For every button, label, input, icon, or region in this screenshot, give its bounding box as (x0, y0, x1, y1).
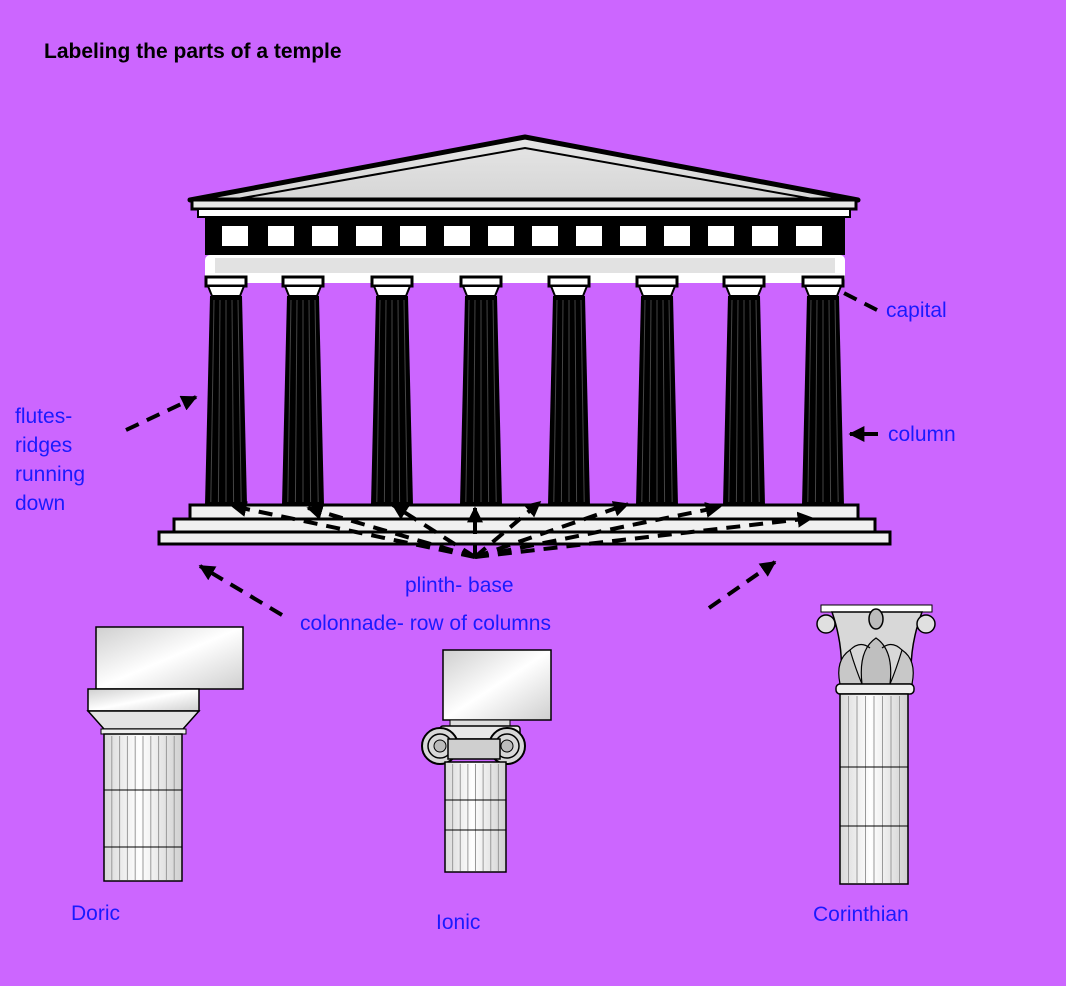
label-capital: capital (886, 299, 947, 322)
temple-columns (204, 275, 845, 505)
metope (796, 226, 822, 246)
label-corinthian: Corinthian (813, 903, 909, 926)
temple-column (281, 275, 325, 505)
cornice (190, 198, 858, 211)
arrow-flutes (125, 395, 198, 432)
arrow-capital (837, 288, 878, 312)
metope (708, 226, 734, 246)
arrow-plinth-7 (474, 502, 722, 559)
label-flutes-line-4: down (15, 492, 66, 515)
arrow-colonnade-left (198, 564, 284, 617)
arrow-plinth-3 (391, 503, 477, 559)
metope (488, 226, 514, 246)
corinthian-column (816, 604, 936, 885)
arrow-colonnade-right (707, 560, 777, 610)
metope (222, 226, 248, 246)
arrow-plinth-6 (474, 501, 630, 559)
label-arrows (125, 288, 878, 617)
metope (752, 226, 778, 246)
label-flutes-line-2: ridges (15, 434, 73, 457)
metope (664, 226, 690, 246)
metope (312, 226, 338, 246)
label-flutes-line-1: flutes- (15, 405, 73, 428)
metope (356, 226, 382, 246)
arrow-plinth-8 (474, 511, 814, 559)
temple-column (722, 275, 766, 505)
doric-column (86, 626, 244, 882)
metope (268, 226, 294, 246)
arrow-plinth-2 (306, 504, 476, 559)
page-title: Labeling the parts of a temple (44, 40, 342, 63)
label-colonnade: colonnade- row of columns (300, 612, 551, 635)
metope (444, 226, 470, 246)
arrow-plinth-5 (473, 500, 542, 559)
label-plinth: plinth- base (405, 574, 514, 597)
metope (532, 226, 558, 246)
frieze (205, 217, 845, 255)
metope (576, 226, 602, 246)
label-ionic: Ionic (436, 911, 481, 934)
label-column: column (888, 423, 956, 446)
label-doric: Doric (71, 902, 121, 925)
metope (620, 226, 646, 246)
temple-column (370, 275, 414, 505)
step-middle (172, 517, 877, 534)
metope (400, 226, 426, 246)
ionic-column (421, 649, 552, 873)
temple-column (801, 275, 845, 505)
metopes (222, 226, 822, 246)
arrow-plinth-1 (230, 501, 476, 559)
temple-column (459, 275, 503, 505)
temple-illustration (157, 134, 892, 546)
label-flutes-line-3: running (15, 463, 86, 486)
temple-column (204, 275, 248, 505)
temple-column (635, 275, 679, 505)
temple-column (547, 275, 591, 505)
